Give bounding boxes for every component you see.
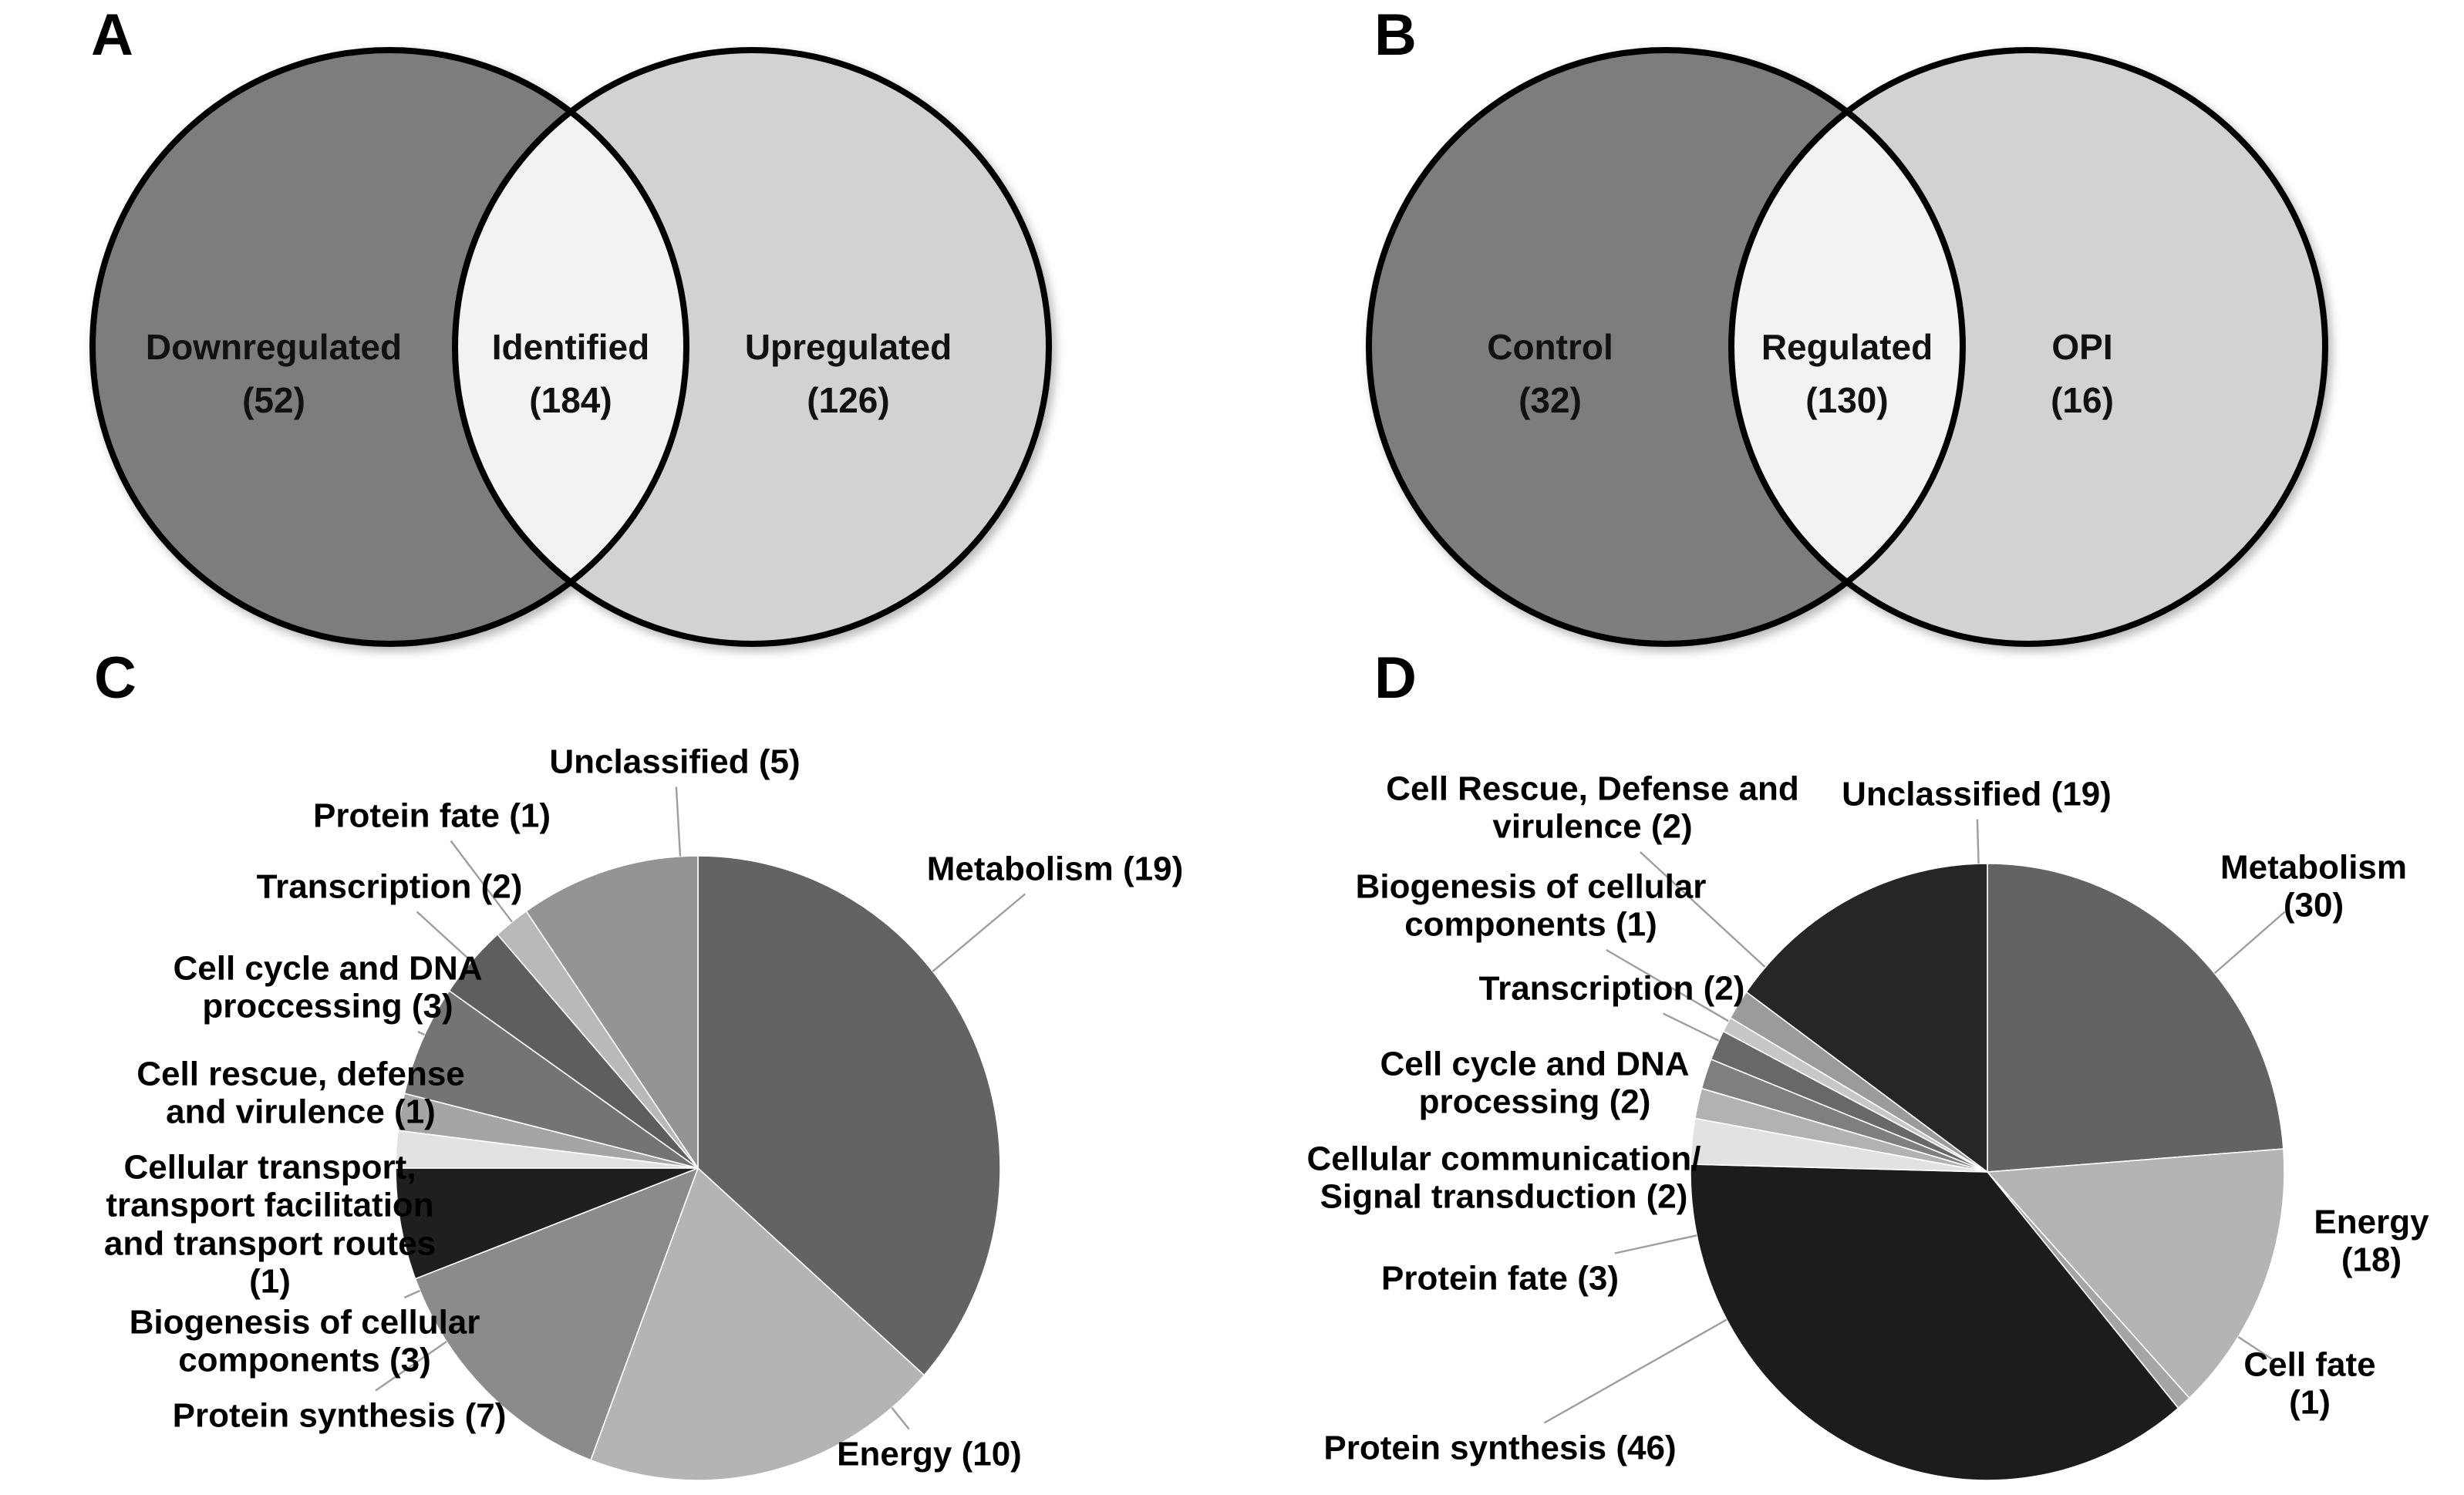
pie-c-slice-biogenesis-of-cellular-components (395, 1167, 699, 1280)
pie-c-leader-protein-fate (450, 840, 513, 923)
pie-c-leader-protein-synthesis (375, 1341, 447, 1392)
pie-c-leader-transcription (416, 911, 473, 962)
pie-c-slice-energy (590, 1167, 925, 1481)
pie-d-slice-metabolism (1987, 863, 2284, 1173)
venn-a-shapes (89, 47, 1052, 647)
pie-d-slice-protein-synthesis (1690, 1163, 2179, 1481)
pie-c-leader-energy (891, 1407, 910, 1430)
pie-c-slice-protein-synthesis (414, 1167, 699, 1461)
pie-d-leader-transcription (1662, 1012, 1720, 1042)
pie-d-slice-energy (1987, 1148, 2285, 1399)
pie-c-slice-cell-cycle-and-dna-proccessing (403, 990, 699, 1169)
venn-b-shapes (1366, 47, 2328, 647)
venn-b-right-outline (1728, 47, 2328, 647)
venn-a-left-outline (89, 47, 689, 647)
pie-c-slice-unclassified (525, 855, 699, 1169)
pie-d-leader-metabolism (2213, 911, 2286, 975)
pie-d-shapes (1543, 819, 2286, 1481)
venn-a-right-outline (452, 47, 1052, 647)
pie-c-leader-cell-cycle-and-dna-proccessing (417, 1030, 426, 1036)
pie-c-shapes (375, 786, 1026, 1481)
pie-d-slice-unclassified (1745, 863, 1988, 1173)
pie-c-leader-unclassified (675, 786, 682, 857)
venn-b-left-outline (1366, 47, 1966, 647)
pie-d-leader-cell-rescue-defense-and-virulence (1639, 851, 1766, 968)
pie-d-leader-protein-fate (1614, 1234, 1697, 1254)
pie-d-leader-cell-fate (2237, 1335, 2273, 1360)
pie-c-leader-biogenesis-of-cellular-components (403, 1289, 420, 1299)
pie-c-slice-metabolism (697, 855, 1001, 1376)
pie-d-leader-unclassified (1976, 819, 1980, 864)
venn-b-intersection (1731, 112, 1963, 582)
pie-c-leader-metabolism (932, 893, 1026, 972)
pie-d-leader-protein-synthesis (1543, 1318, 1727, 1424)
pie-d-leader-biogenesis-of-cellular-components (1606, 948, 1729, 1022)
venn-a-intersection (455, 112, 686, 582)
